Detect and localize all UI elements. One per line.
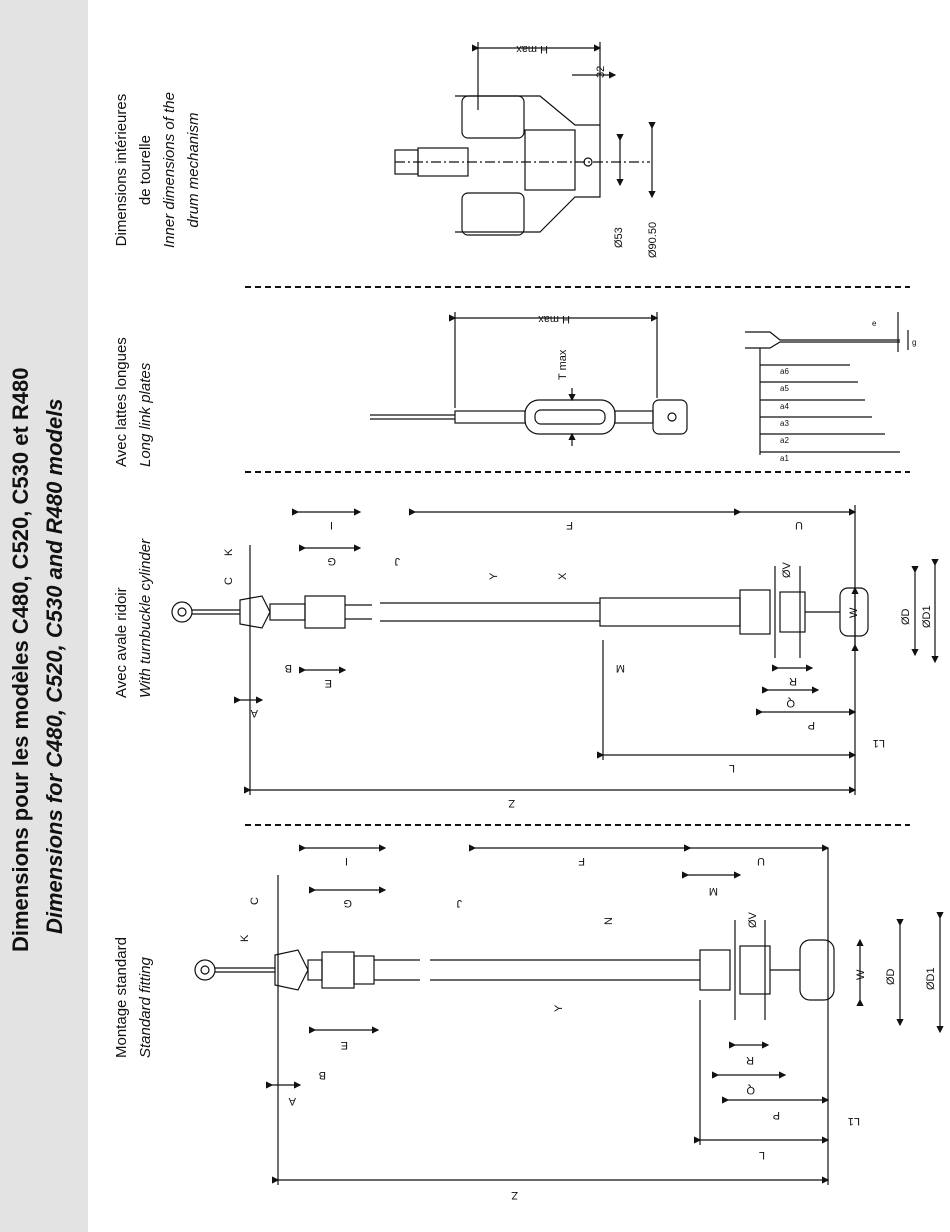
tb-a-label: A bbox=[250, 707, 258, 719]
tb-w-label: W bbox=[848, 607, 860, 618]
tb-m-label: M bbox=[616, 662, 625, 674]
std-k-label: K bbox=[239, 934, 251, 942]
std-n-label: N bbox=[603, 917, 615, 925]
std-i-label: I bbox=[345, 855, 348, 867]
tb-z-label: Z bbox=[508, 797, 515, 809]
tb-k-label: K bbox=[223, 548, 235, 556]
drum-hmax-label: H max bbox=[516, 43, 548, 55]
tb-p-label: P bbox=[808, 719, 815, 731]
plates-a4-label: a4 bbox=[780, 402, 789, 411]
plates-tmax-label: T max bbox=[557, 349, 569, 380]
plates-g-label: g bbox=[912, 338, 916, 347]
drum-mechanism-drawing bbox=[394, 42, 656, 236]
standard-fitting-drawing bbox=[194, 844, 944, 1185]
std-g-label: G bbox=[343, 897, 352, 909]
tb-v-label: ØV bbox=[781, 561, 793, 578]
std-d1-label: ØD1 bbox=[925, 967, 937, 990]
std-l1-label: L1 bbox=[848, 1115, 860, 1127]
tb-j-label: J bbox=[395, 555, 401, 567]
std-d-label: ØD bbox=[885, 968, 897, 985]
drum-d53-label: Ø53 bbox=[613, 227, 625, 248]
tb-l1-label: L1 bbox=[873, 737, 885, 749]
std-c-label: C bbox=[249, 897, 261, 905]
plates-a6-label: a6 bbox=[780, 367, 789, 376]
tb-g-label: G bbox=[327, 555, 336, 567]
std-m-label: M bbox=[709, 885, 718, 897]
std-w-label: W bbox=[855, 969, 867, 980]
turnbuckle-drawing bbox=[171, 505, 939, 795]
tb-i-label: I bbox=[330, 519, 333, 531]
tb-r-label: R bbox=[789, 675, 797, 687]
std-q-label: Q bbox=[746, 1084, 755, 1096]
plates-e-label: e bbox=[872, 319, 877, 328]
std-u-label: U bbox=[757, 855, 765, 867]
drum-d9050-label: Ø90.50 bbox=[647, 222, 659, 258]
tb-d-label: ØD bbox=[900, 608, 912, 625]
tb-d1-label: ØD1 bbox=[921, 605, 933, 628]
tb-q-label: Q bbox=[786, 697, 795, 709]
plates-a1-label: a1 bbox=[780, 454, 789, 463]
std-p-label: P bbox=[773, 1109, 780, 1121]
link-plates-drawing bbox=[370, 312, 909, 455]
plates-a5-label: a5 bbox=[780, 384, 789, 393]
std-j-label: J bbox=[457, 897, 463, 909]
tb-u-label: U bbox=[795, 519, 803, 531]
std-a-label: A bbox=[288, 1095, 296, 1107]
plates-a3-label: a3 bbox=[780, 419, 789, 428]
std-l-label: L bbox=[759, 1149, 765, 1161]
plates-hmax-label: H max bbox=[538, 313, 570, 325]
title-sidebar bbox=[0, 0, 88, 1232]
std-y-label: Y bbox=[553, 1004, 565, 1012]
std-r-label: R bbox=[746, 1054, 754, 1066]
tb-b-label: B bbox=[285, 662, 292, 674]
std-v-label: ØV bbox=[747, 911, 759, 928]
std-z-label: Z bbox=[511, 1189, 518, 1201]
tb-l-label: L bbox=[729, 762, 735, 774]
tb-f-label: F bbox=[566, 519, 573, 531]
std-e-label: E bbox=[341, 1039, 348, 1051]
tb-c-label: C bbox=[223, 577, 235, 585]
std-f-label: F bbox=[578, 855, 585, 867]
drum-32-label: 32 bbox=[595, 66, 607, 78]
tb-x-label: X bbox=[557, 572, 569, 580]
plates-a2-label: a2 bbox=[780, 436, 789, 445]
tb-e-label: E bbox=[325, 677, 332, 689]
std-b-label: B bbox=[319, 1069, 326, 1081]
tb-y-label: Y bbox=[488, 572, 500, 580]
